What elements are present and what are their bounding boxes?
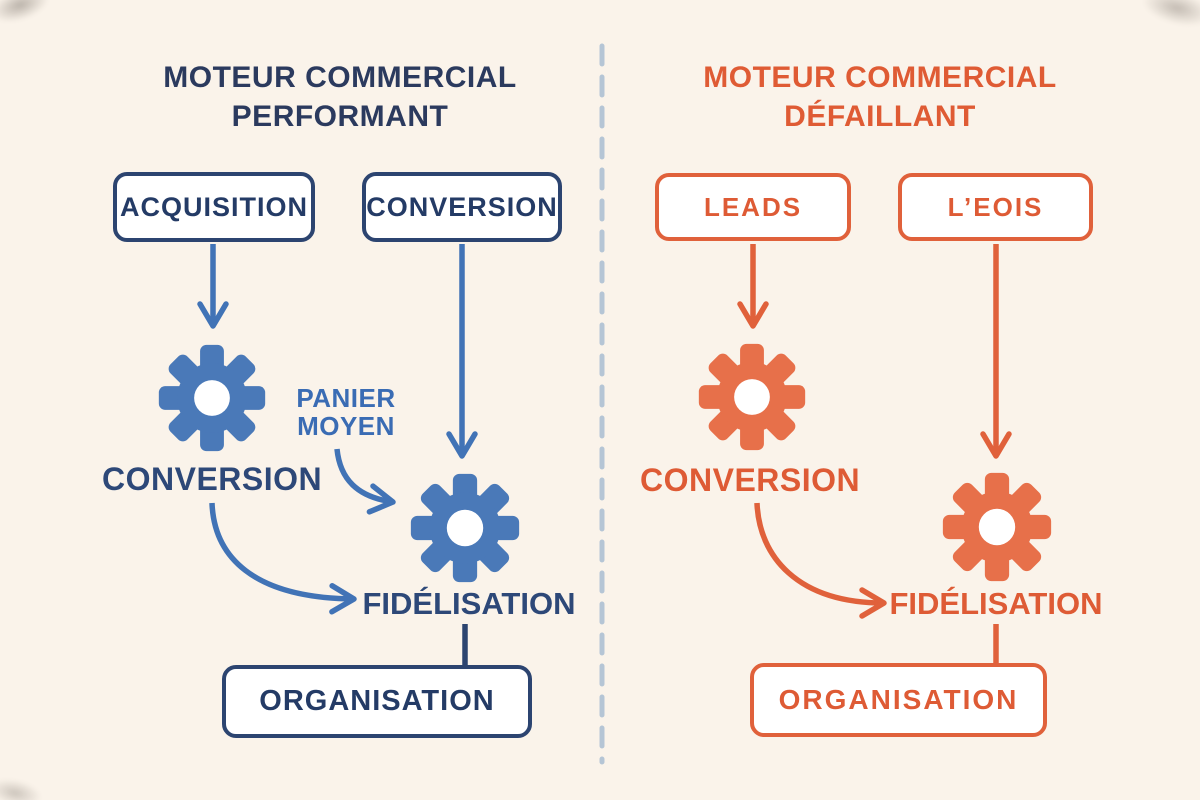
- fidelisation-label-right: FIDÉLISATION: [889, 586, 1103, 621]
- arrow-conversion-to-fidelisation-right: [754, 502, 887, 619]
- right-title-line2: DÉFAILLANT: [784, 100, 976, 133]
- panier-line2: MOYEN: [297, 411, 395, 441]
- right-title-line1: MOTEUR COMMERCIAL: [703, 61, 1057, 94]
- gear-icon: [410, 473, 520, 583]
- arrow-panier-moyen-to-gear: [334, 448, 396, 515]
- conversion-label-left: CONVERSION: [102, 461, 323, 497]
- leois-box: L’EOIS: [898, 173, 1093, 241]
- right-title: MOTEUR COMMERCIAL DÉFAILLANT: [670, 58, 1090, 136]
- leads-box: LEADS: [655, 173, 851, 241]
- panier-moyen-label: PANIER MOYEN: [276, 384, 416, 440]
- organisation-box-right: ORGANISATION: [750, 663, 1047, 737]
- gear-icon: [698, 343, 806, 451]
- gear-icon: [158, 344, 266, 452]
- left-title: MOTEUR COMMERCIAL PERFORMANT: [130, 58, 550, 136]
- left-title-line2: PERFORMANT: [231, 100, 449, 133]
- organisation-box-left: ORGANISATION: [222, 665, 532, 738]
- gear-icon: [942, 472, 1052, 582]
- panier-line1: PANIER: [296, 383, 396, 413]
- conversion-label-right: CONVERSION: [640, 462, 861, 498]
- left-title-line1: MOTEUR COMMERCIAL: [163, 61, 517, 94]
- conversion-box: CONVERSION: [362, 172, 562, 242]
- arrow-conversion-to-fidelisation-left: [209, 502, 357, 615]
- fidelisation-label-left: FIDÉLISATION: [362, 586, 576, 621]
- acquisition-box: ACQUISITION: [113, 172, 315, 242]
